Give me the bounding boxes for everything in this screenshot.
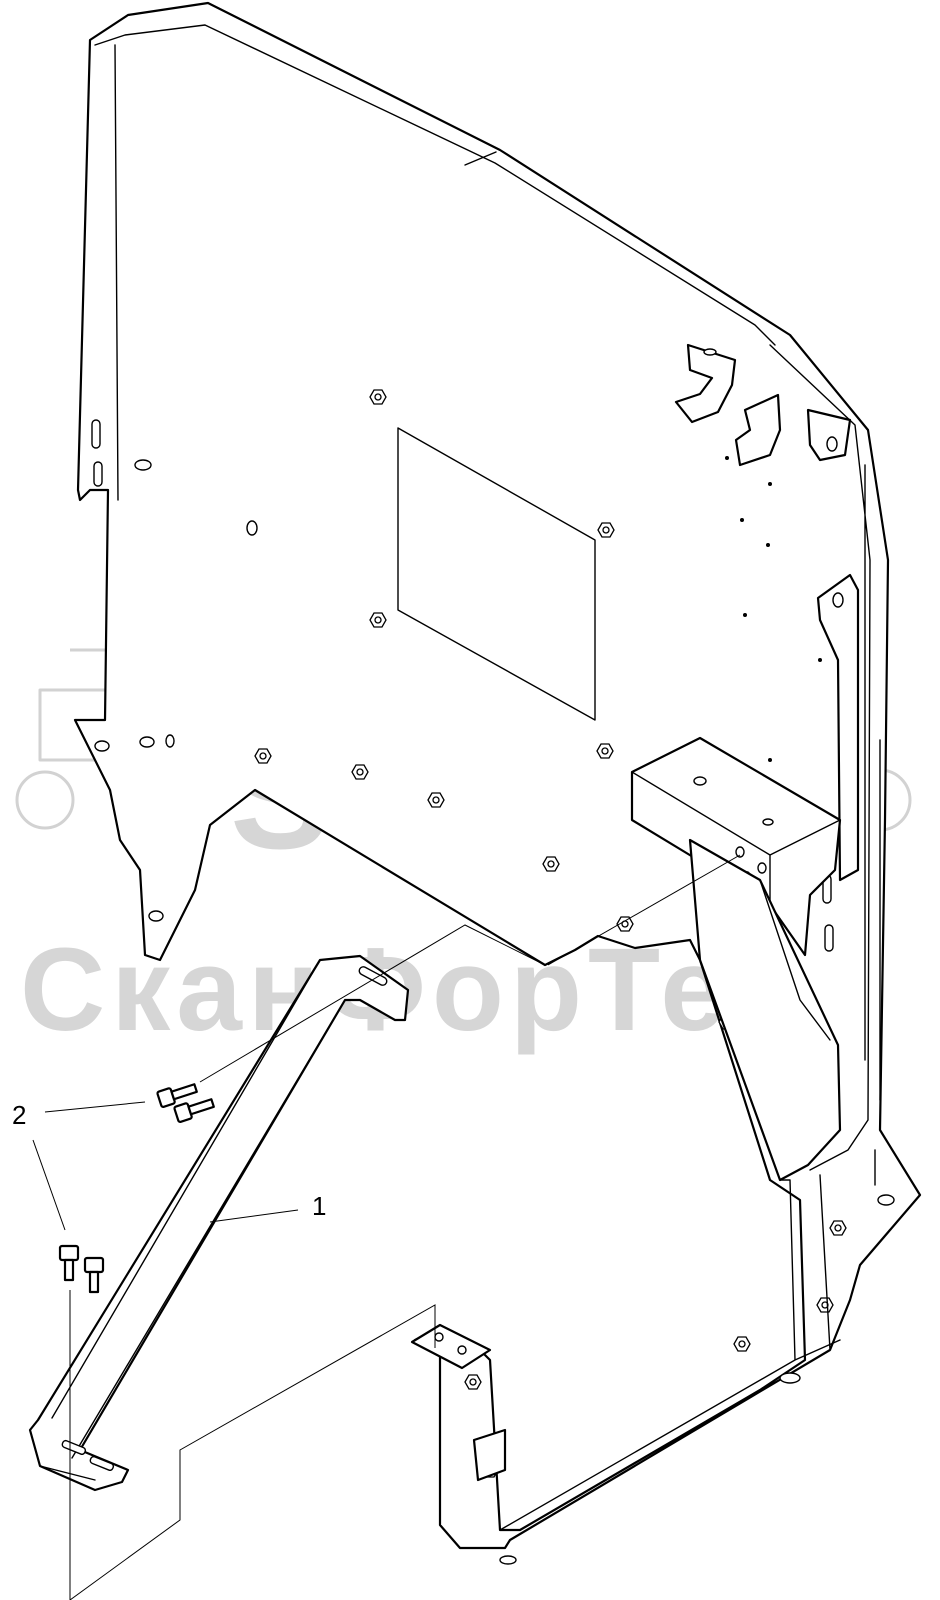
bolt-lower-b [83, 1256, 105, 1294]
slot-left-lower [93, 461, 103, 487]
bolt-upper-b [173, 1098, 215, 1123]
hole [246, 520, 258, 536]
hole [434, 1332, 444, 1342]
hole [826, 436, 838, 452]
slot [824, 924, 834, 952]
slot [89, 1455, 115, 1471]
callout-2-label: 2 [12, 1100, 26, 1130]
slot [358, 966, 388, 986]
bolt-upper-a [156, 1083, 198, 1108]
shelf-bracket [630, 736, 842, 957]
hole [134, 459, 152, 471]
rivet-dots [725, 456, 822, 762]
hole [139, 736, 155, 748]
bottom-foot-bracket [410, 1323, 492, 1370]
hole [148, 910, 164, 922]
hole [762, 818, 774, 826]
hole [757, 862, 767, 874]
support-strap [28, 954, 410, 1492]
hole [94, 740, 110, 752]
bolts-item-2 [58, 1083, 215, 1294]
panel-top-strip [94, 24, 776, 501]
hole [457, 1345, 467, 1355]
slot [779, 1372, 801, 1384]
slot [61, 1439, 87, 1455]
panel-opening [397, 427, 596, 721]
hole [703, 348, 717, 356]
bottom-tab [472, 1428, 507, 1482]
side-plate [688, 838, 842, 1182]
hole [877, 1194, 895, 1206]
slot [499, 1555, 517, 1565]
slot-left-top [91, 419, 101, 449]
hole [735, 846, 745, 858]
hole [165, 734, 175, 748]
callout-1-label: 1 [312, 1191, 326, 1221]
assembly-lines [69, 854, 741, 1600]
support-strap-item-1 [28, 954, 410, 1492]
right-tab [806, 408, 852, 462]
clip-bracket-top [674, 343, 737, 424]
right-vertical-strap [816, 573, 860, 882]
hole [693, 776, 707, 786]
bolt-lower-a [58, 1244, 80, 1282]
panel-right-flange [769, 344, 871, 1171]
callout-leaders [32, 1101, 299, 1231]
notch-bracket [734, 393, 782, 467]
main-panel [73, 1, 922, 1565]
bottom-frame-inner [499, 1174, 841, 1531]
hole [832, 592, 844, 608]
